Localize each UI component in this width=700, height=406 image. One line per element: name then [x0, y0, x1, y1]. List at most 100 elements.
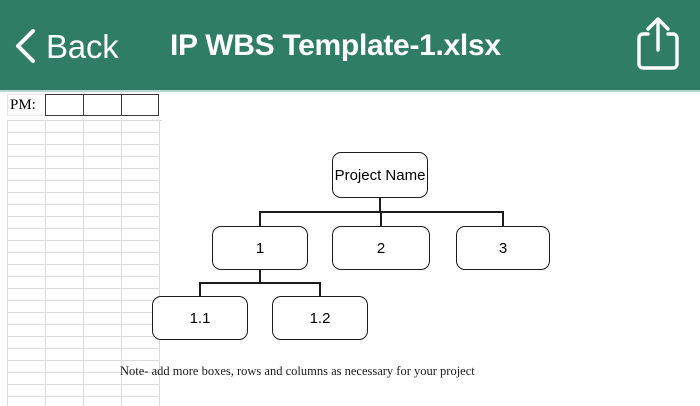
grid-row[interactable] — [8, 277, 162, 289]
grid-row[interactable] — [8, 373, 162, 385]
grid-cell[interactable] — [122, 397, 160, 406]
grid-cell[interactable] — [46, 217, 84, 229]
grid-cell[interactable] — [46, 265, 84, 277]
grid-cell[interactable] — [8, 313, 46, 325]
grid-cell[interactable] — [8, 253, 46, 265]
grid-cell[interactable] — [8, 121, 46, 133]
grid-cell[interactable] — [8, 217, 46, 229]
grid-cell[interactable] — [122, 277, 160, 289]
grid-row[interactable] — [8, 205, 162, 217]
grid-cell[interactable] — [8, 397, 46, 406]
grid-cell[interactable] — [8, 373, 46, 385]
grid-row[interactable] — [8, 385, 162, 397]
grid-cell[interactable] — [122, 121, 160, 133]
grid-cell[interactable] — [46, 181, 84, 193]
grid-cell[interactable] — [122, 337, 160, 349]
grid-cell[interactable] — [84, 169, 122, 181]
grid-row[interactable] — [8, 337, 162, 349]
grid-cell[interactable] — [122, 193, 160, 205]
grid-row[interactable] — [8, 169, 162, 181]
grid-cell[interactable] — [46, 205, 84, 217]
grid-cell[interactable] — [84, 325, 122, 337]
grid-cell[interactable] — [84, 397, 122, 406]
grid-cell[interactable] — [8, 145, 46, 157]
grid-cell[interactable] — [46, 253, 84, 265]
grid-cell[interactable] — [46, 277, 84, 289]
grid-row[interactable] — [8, 157, 162, 169]
grid-cell[interactable] — [46, 313, 84, 325]
grid-cell[interactable] — [84, 361, 122, 373]
spreadsheet-grid[interactable] — [7, 120, 162, 406]
grid-cell[interactable] — [122, 217, 160, 229]
grid-cell[interactable] — [46, 289, 84, 301]
wbs-node-n2[interactable]: 2 — [332, 226, 430, 270]
grid-cell[interactable] — [84, 373, 122, 385]
grid-cell[interactable] — [46, 145, 84, 157]
grid-cell[interactable] — [8, 337, 46, 349]
grid-cell[interactable] — [84, 265, 122, 277]
grid-cell[interactable] — [8, 301, 46, 313]
grid-row[interactable] — [8, 397, 162, 406]
grid-cell[interactable] — [84, 205, 122, 217]
grid-cell[interactable] — [122, 133, 160, 145]
grid-cell[interactable] — [8, 193, 46, 205]
grid-cell[interactable] — [46, 385, 84, 397]
grid-cell[interactable] — [84, 313, 122, 325]
grid-cell[interactable] — [46, 301, 84, 313]
grid-cell[interactable] — [84, 241, 122, 253]
grid-cell[interactable] — [84, 385, 122, 397]
grid-cell[interactable] — [122, 205, 160, 217]
grid-cell[interactable] — [84, 121, 122, 133]
grid-cell[interactable] — [122, 157, 160, 169]
grid-row[interactable] — [8, 349, 162, 361]
grid-cell[interactable] — [122, 289, 160, 301]
wbs-node-n12[interactable]: 1.2 — [272, 296, 368, 340]
grid-row[interactable] — [8, 265, 162, 277]
grid-row[interactable] — [8, 253, 162, 265]
grid-cell[interactable] — [8, 133, 46, 145]
grid-row[interactable] — [8, 145, 162, 157]
grid-cell[interactable] — [8, 181, 46, 193]
grid-row[interactable] — [8, 289, 162, 301]
grid-cell[interactable] — [46, 373, 84, 385]
grid-cell[interactable] — [84, 217, 122, 229]
grid-row[interactable] — [8, 325, 162, 337]
grid-cell[interactable] — [84, 145, 122, 157]
pm-input-cell-2[interactable] — [83, 94, 121, 116]
grid-row[interactable] — [8, 193, 162, 205]
grid-cell[interactable] — [46, 229, 84, 241]
wbs-node-n11[interactable]: 1.1 — [152, 296, 248, 340]
grid-cell[interactable] — [46, 397, 84, 406]
grid-cell[interactable] — [122, 169, 160, 181]
pm-input-cell-1[interactable] — [45, 94, 83, 116]
grid-cell[interactable] — [8, 289, 46, 301]
grid-cell[interactable] — [8, 169, 46, 181]
wbs-node-root[interactable]: Project Name — [332, 152, 428, 198]
grid-cell[interactable] — [84, 181, 122, 193]
grid-cell[interactable] — [46, 349, 84, 361]
grid-cell[interactable] — [8, 361, 46, 373]
grid-row[interactable] — [8, 121, 162, 133]
grid-cell[interactable] — [84, 289, 122, 301]
grid-cell[interactable] — [46, 361, 84, 373]
grid-cell[interactable] — [8, 349, 46, 361]
grid-cell[interactable] — [8, 265, 46, 277]
grid-row[interactable] — [8, 361, 162, 373]
grid-row[interactable] — [8, 181, 162, 193]
grid-cell[interactable] — [122, 349, 160, 361]
grid-cell[interactable] — [84, 253, 122, 265]
grid-cell[interactable] — [122, 145, 160, 157]
grid-cell[interactable] — [122, 265, 160, 277]
grid-cell[interactable] — [46, 133, 84, 145]
grid-row[interactable] — [8, 133, 162, 145]
wbs-node-n1[interactable]: 1 — [212, 226, 308, 270]
grid-cell[interactable] — [46, 157, 84, 169]
grid-row[interactable] — [8, 301, 162, 313]
grid-cell[interactable] — [122, 229, 160, 241]
grid-cell[interactable] — [8, 385, 46, 397]
grid-cell[interactable] — [122, 253, 160, 265]
grid-cell[interactable] — [122, 361, 160, 373]
grid-cell[interactable] — [122, 181, 160, 193]
grid-row[interactable] — [8, 229, 162, 241]
